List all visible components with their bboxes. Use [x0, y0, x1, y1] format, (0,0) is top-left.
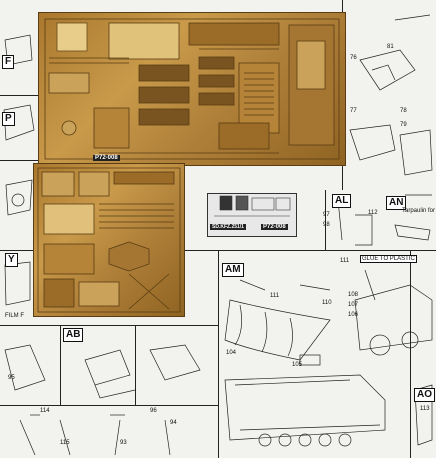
small-fret-code: P72-008 — [261, 224, 288, 230]
panel-divider — [410, 250, 411, 458]
part-number: 114 — [40, 408, 50, 414]
step-label-am: AM — [222, 263, 244, 277]
fret-parts-pattern — [37, 167, 181, 313]
part-number: 76 — [350, 55, 357, 61]
panel-divider — [135, 325, 136, 405]
step-label-f: F — [2, 55, 15, 69]
part-number: 78 — [400, 108, 407, 114]
part-number: 105 — [292, 362, 303, 368]
small-fret-pattern — [214, 195, 291, 217]
fret-code-label: P72-008 — [93, 155, 120, 161]
part-number: 111 — [270, 293, 280, 299]
part-number: 98 — [323, 222, 330, 228]
part-number: 97 — [323, 212, 330, 218]
part-number: 108 — [348, 292, 359, 298]
part-number: 81 — [387, 44, 394, 50]
panel-divider — [325, 190, 326, 250]
photo-etch-fret-small: SD.KFZ.251/1 P72-008 — [207, 193, 297, 237]
panel-divider — [60, 325, 61, 405]
part-number: 113 — [420, 406, 430, 412]
photo-etch-fret-secondary — [33, 163, 185, 317]
small-fret-brand: SD.KFZ.251/1 — [210, 224, 246, 230]
panel-divider — [0, 405, 218, 406]
photo-etch-fret-large: P72-008 — [38, 12, 346, 166]
part-number: 77 — [350, 108, 357, 114]
step-label-ao: AO — [414, 388, 435, 402]
part-number: 106 — [348, 312, 359, 318]
panel-divider — [0, 325, 218, 326]
glue-note: GLUE TO PLASTIC — [360, 255, 417, 263]
fret-parts-pattern — [44, 18, 340, 160]
step-label-ab: AB — [63, 328, 84, 342]
tarpaulin-note: Tarpaulin for — [402, 208, 436, 214]
panel-divider — [218, 250, 219, 458]
part-number: 107 — [348, 302, 359, 308]
step-label-an: AN — [386, 196, 407, 210]
part-number: 112 — [368, 210, 378, 216]
part-number: 104 — [226, 350, 237, 356]
part-number: 79 — [400, 122, 407, 128]
part-number: 95 — [8, 375, 15, 381]
step-label-p: P — [2, 112, 15, 126]
part-number: 111 — [340, 258, 350, 264]
film-note: FILM F — [5, 313, 24, 319]
part-number: 96 — [150, 408, 157, 414]
part-number: 94 — [170, 420, 177, 426]
panel-divider — [0, 95, 38, 96]
step-label-al: AL — [332, 194, 352, 208]
panel-divider — [0, 160, 38, 161]
step-label-y: Y — [5, 253, 18, 267]
part-number: 93 — [120, 440, 127, 446]
part-number: 110 — [322, 300, 332, 306]
part-number: 115 — [60, 440, 70, 446]
